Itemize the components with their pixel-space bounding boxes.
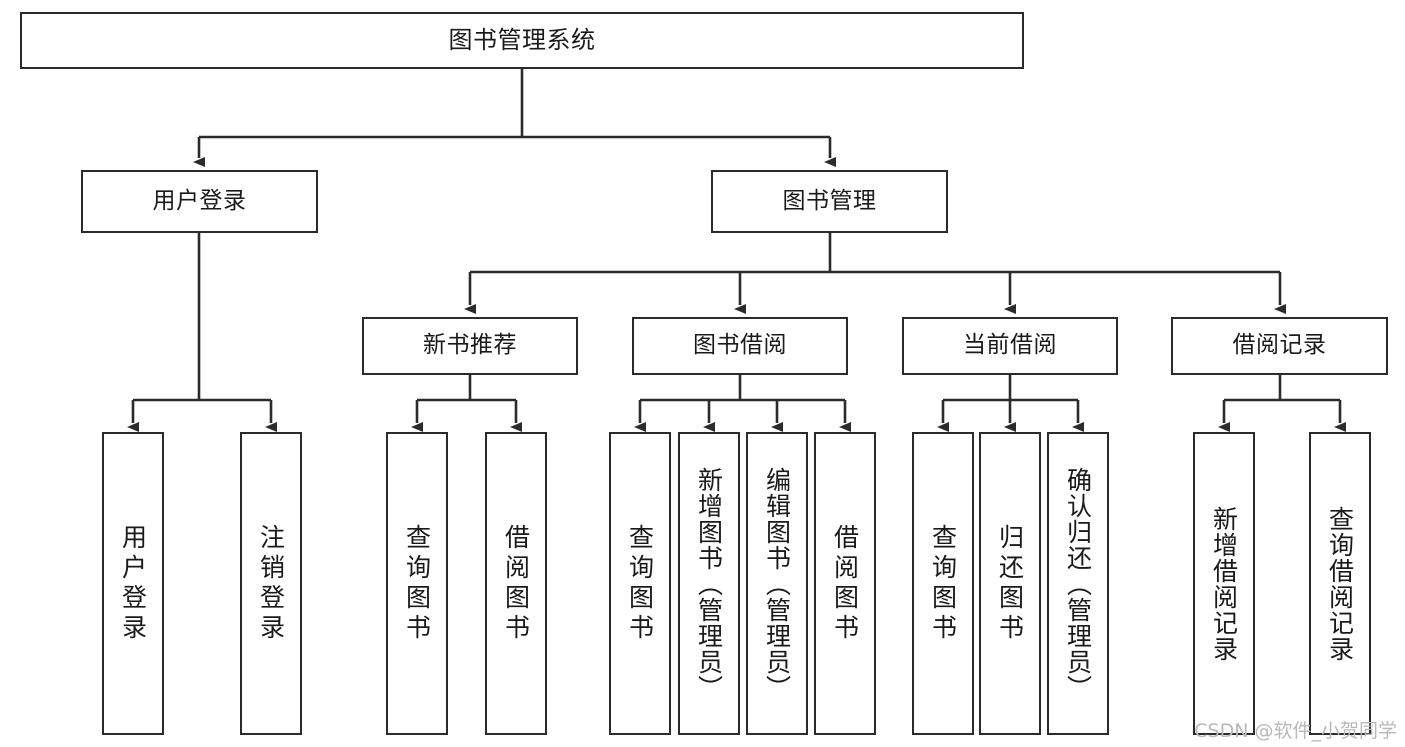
node-new-book-recommend[interactable]: 新书推荐: [362, 317, 578, 375]
leaf-record-query-record[interactable]: 查询借阅记录: [1309, 432, 1371, 735]
node-new-book-recommend-label: 新书推荐: [423, 332, 517, 359]
node-current-borrow[interactable]: 当前借阅: [902, 317, 1118, 375]
leaf-user-login-login-label: 用户登录: [118, 523, 148, 644]
leaf-recommend-borrow-book[interactable]: 借阅图书: [485, 432, 547, 735]
leaf-borrow-borrow-book[interactable]: 借阅图书: [814, 432, 876, 735]
node-borrow-record-label: 借阅记录: [1232, 332, 1327, 359]
leaf-recommend-borrow-book-label: 借阅图书: [501, 523, 531, 644]
leaf-borrow-add-book-admin-label: 新增图书（管理员）: [694, 466, 724, 701]
leaf-record-add-record-label: 新增借阅记录: [1209, 505, 1239, 662]
node-root-label: 图书管理系统: [448, 26, 596, 55]
node-book-management-label: 图书管理: [782, 187, 877, 214]
leaf-current-confirm-return-admin[interactable]: 确认归还（管理员）: [1047, 432, 1109, 735]
leaf-current-confirm-return-admin-label: 确认归还（管理员）: [1063, 466, 1093, 701]
leaf-borrow-query-book[interactable]: 查询图书: [609, 432, 671, 735]
watermark: CSDN @软件_小贺同学: [1194, 720, 1397, 742]
node-root[interactable]: 图书管理系统: [20, 12, 1024, 69]
leaf-recommend-query-book-label: 查询图书: [402, 523, 432, 644]
node-book-borrow-label: 图书借阅: [693, 332, 787, 359]
leaf-user-login-logout-label: 注销登录: [256, 523, 286, 644]
node-user-login-label: 用户登录: [152, 187, 247, 214]
leaf-borrow-add-book-admin[interactable]: 新增图书（管理员）: [678, 432, 740, 735]
node-user-login[interactable]: 用户登录: [81, 170, 318, 233]
leaf-record-query-record-label: 查询借阅记录: [1325, 505, 1355, 662]
leaf-borrow-edit-book-admin-label: 编辑图书（管理员）: [762, 466, 792, 701]
leaf-user-login-login[interactable]: 用户登录: [102, 432, 164, 735]
leaf-current-return-book-label: 归还图书: [995, 523, 1025, 644]
node-book-borrow[interactable]: 图书借阅: [632, 317, 848, 375]
leaf-current-query-book[interactable]: 查询图书: [912, 432, 974, 735]
leaf-borrow-borrow-book-label: 借阅图书: [830, 523, 860, 644]
node-book-management[interactable]: 图书管理: [711, 170, 948, 233]
leaf-borrow-query-book-label: 查询图书: [625, 523, 655, 644]
node-current-borrow-label: 当前借阅: [963, 332, 1057, 359]
node-borrow-record[interactable]: 借阅记录: [1171, 317, 1388, 375]
leaf-current-return-book[interactable]: 归还图书: [979, 432, 1041, 735]
leaf-current-query-book-label: 查询图书: [928, 523, 958, 644]
leaf-user-login-logout[interactable]: 注销登录: [240, 432, 302, 735]
leaf-recommend-query-book[interactable]: 查询图书: [386, 432, 448, 735]
leaf-record-add-record[interactable]: 新增借阅记录: [1193, 432, 1255, 735]
leaf-borrow-edit-book-admin[interactable]: 编辑图书（管理员）: [746, 432, 808, 735]
